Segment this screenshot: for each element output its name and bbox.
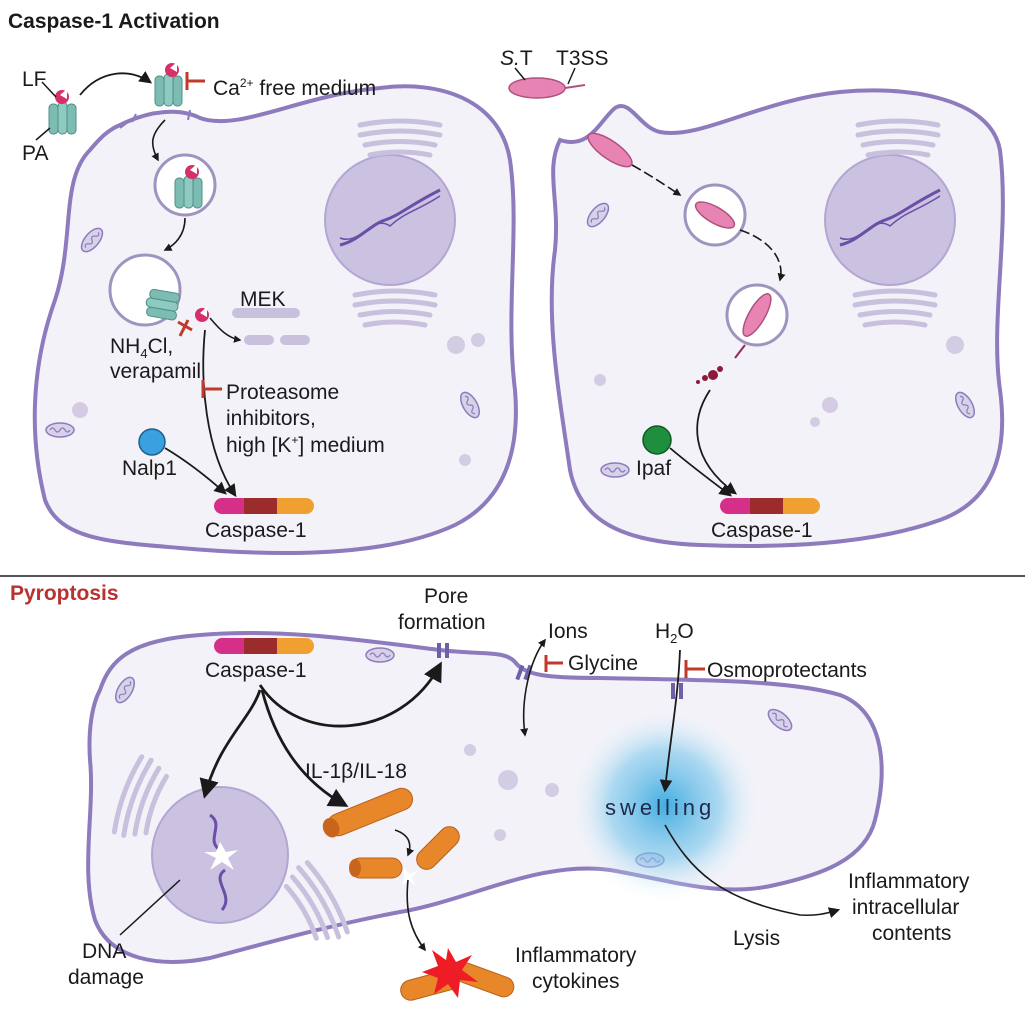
- left-nucleus-icon: [324, 154, 456, 286]
- nh4cl-label: NH4Cl,: [110, 335, 173, 361]
- bacterium-icon: [508, 77, 566, 99]
- ca-inhibitor-label: Ca2+ free medium: [213, 76, 376, 100]
- burst-icon: [422, 948, 478, 998]
- inflammatory-intracellular-label-1: Inflammatory: [848, 870, 970, 893]
- il-label: IL-1β/IL-18: [305, 760, 407, 783]
- lysis-label: Lysis: [733, 927, 780, 950]
- bottom-caspase-icon: [214, 638, 314, 654]
- swelling-zone: [565, 705, 765, 905]
- left-dna-icon: [339, 188, 441, 247]
- lf-icon: [55, 89, 69, 104]
- inflammatory-intracellular-label-2: intracellular: [852, 896, 959, 919]
- mature-cytokine-icon: [400, 948, 515, 1001]
- lf-label: LF: [22, 68, 47, 91]
- secreted-effector-icon: [696, 366, 723, 384]
- dna-break-icon: [204, 842, 238, 870]
- left-cell: LF PA Ca2+ free medium MEK NH4Cl, verapa…: [22, 62, 518, 555]
- nalp1-label: Nalp1: [122, 457, 177, 480]
- pa-channel-icon: [48, 101, 77, 135]
- pore-label-2: formation: [398, 611, 486, 634]
- swelling-label: swelling: [605, 795, 715, 820]
- mek-icon: [232, 308, 300, 318]
- inflammatory-cytokines-label-1: Inflammatory: [515, 944, 637, 967]
- activation-title: Caspase-1 Activation: [8, 10, 220, 33]
- inflammatory-intracellular-label-3: contents: [872, 922, 951, 945]
- glycine-label: Glycine: [568, 652, 638, 675]
- left-mitochondrion-icon-3: [45, 422, 75, 438]
- dna-damage-label-2: damage: [68, 966, 144, 989]
- dna-damage-label-1: DNA: [82, 940, 126, 963]
- fragmented-dna-icon: [209, 813, 221, 852]
- pore-label-1: Pore: [424, 585, 468, 608]
- nalp1-icon: [138, 428, 166, 456]
- left-cell-membrane: [32, 84, 518, 555]
- bottom-caspase-label: Caspase-1: [205, 659, 307, 682]
- pore-icon: [437, 643, 449, 658]
- right-dna-icon: [839, 188, 941, 247]
- right-nucleus-icon: [824, 154, 956, 286]
- pore-icon-3: [671, 683, 683, 699]
- mek-label: MEK: [240, 288, 286, 311]
- left-caspase-icon: [214, 498, 314, 514]
- osmoprotectants-label: Osmoprotectants: [707, 659, 867, 682]
- ipaf-label: Ipaf: [636, 457, 671, 480]
- verapamil-label: verapamil: [110, 360, 201, 383]
- proteasome-label-2: inhibitors,: [226, 407, 316, 430]
- right-cell: S.T T3SS Ipaf Caspase-1: [500, 47, 1005, 548]
- ipaf-icon: [642, 425, 672, 455]
- right-caspase-label: Caspase-1: [711, 519, 813, 542]
- pa-label: PA: [22, 142, 48, 165]
- membrane-channel-icon: [154, 73, 183, 107]
- pyroptosis-title: Pyroptosis: [10, 582, 119, 605]
- t3ss-label: T3SS: [556, 47, 609, 70]
- inflammatory-cytokines-label-2: cytokines: [532, 970, 620, 993]
- h2o-label: H2O: [655, 620, 694, 646]
- st-label: S.T: [500, 47, 533, 70]
- left-caspase-label: Caspase-1: [205, 519, 307, 542]
- bottom-cell: swelling Caspase-1 Pore formation Ions G…: [68, 585, 970, 1001]
- right-caspase-icon: [720, 498, 820, 514]
- proteasome-label-3: high [K+] medium: [226, 433, 385, 457]
- ions-label: Ions: [548, 620, 588, 643]
- proteasome-label-1: Proteasome: [226, 381, 339, 404]
- cleaved-il-icon: [349, 826, 460, 886]
